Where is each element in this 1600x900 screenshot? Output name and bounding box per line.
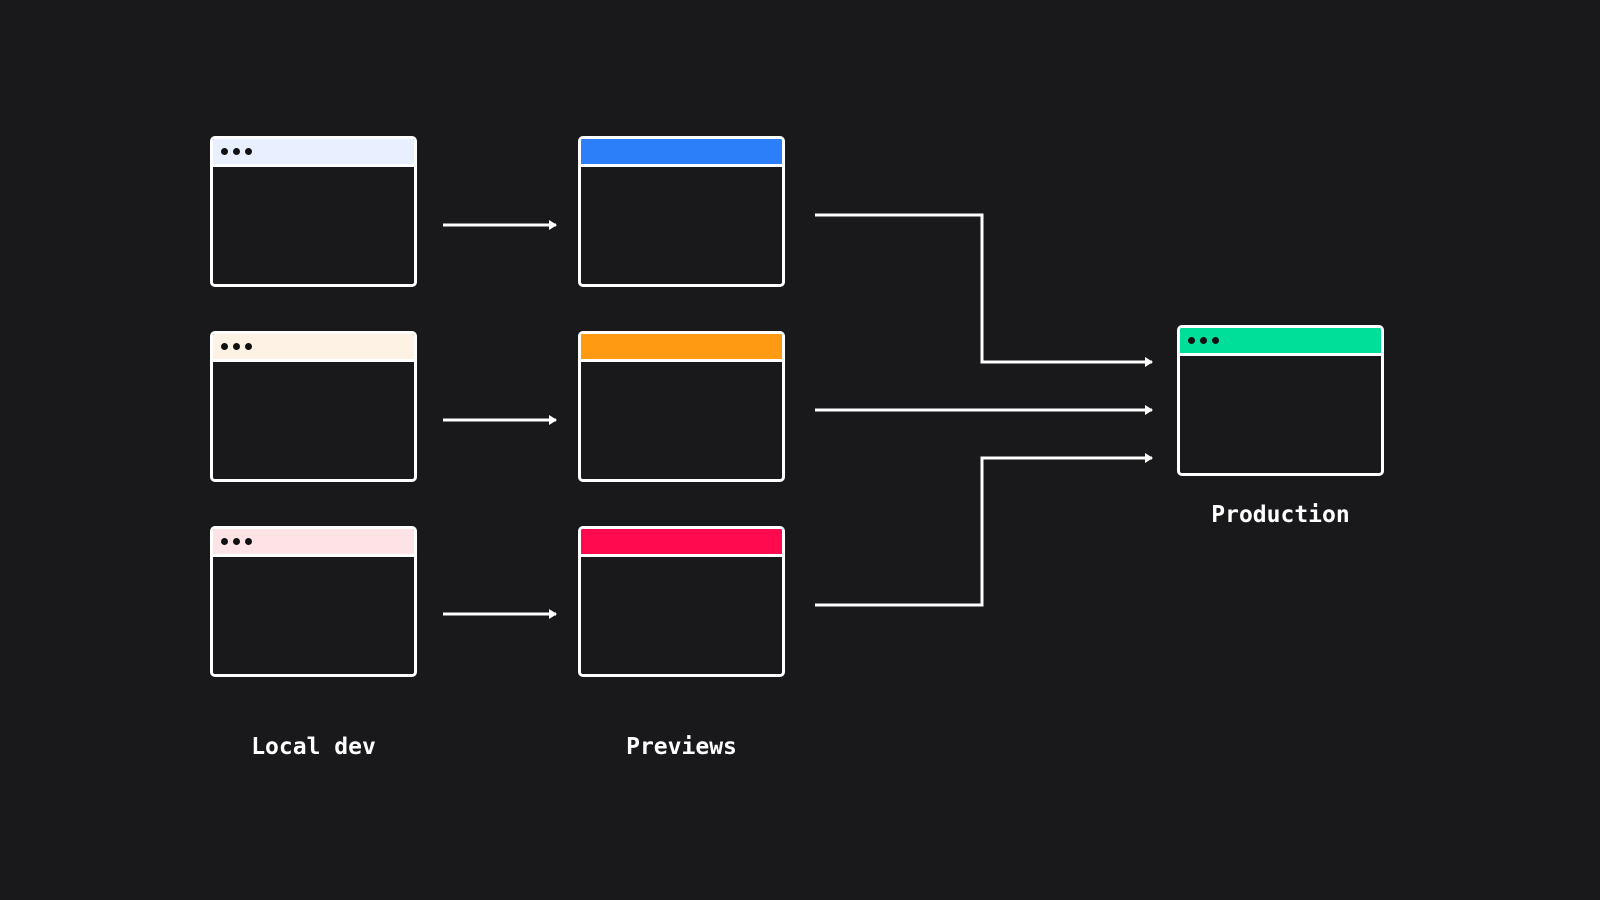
window-titlebar: [213, 334, 414, 362]
arrow-preview-1-to-production: [815, 213, 1153, 367]
local-dev-window-3: [210, 526, 417, 677]
window-dots-icon: [221, 538, 252, 545]
window-dots-icon: [1188, 337, 1219, 344]
window-dots-icon: [221, 343, 252, 350]
local-dev-window-2: [210, 331, 417, 482]
production-label: Production: [1211, 502, 1350, 528]
preview-window-2: [578, 331, 785, 482]
window-titlebar: [581, 139, 782, 167]
local-dev-window-1: [210, 136, 417, 287]
previews-label: Previews: [626, 734, 737, 760]
window-titlebar: [581, 334, 782, 362]
window-titlebar: [213, 139, 414, 167]
window-titlebar: [213, 529, 414, 557]
window-dots-icon: [221, 148, 252, 155]
preview-window-3: [578, 526, 785, 677]
preview-window-1: [578, 136, 785, 287]
window-titlebar: [1180, 328, 1381, 356]
window-titlebar: [581, 529, 782, 557]
local-dev-label: Local dev: [251, 734, 376, 760]
production-window: [1177, 325, 1384, 476]
arrow-preview-3-to-production: [815, 453, 1153, 607]
